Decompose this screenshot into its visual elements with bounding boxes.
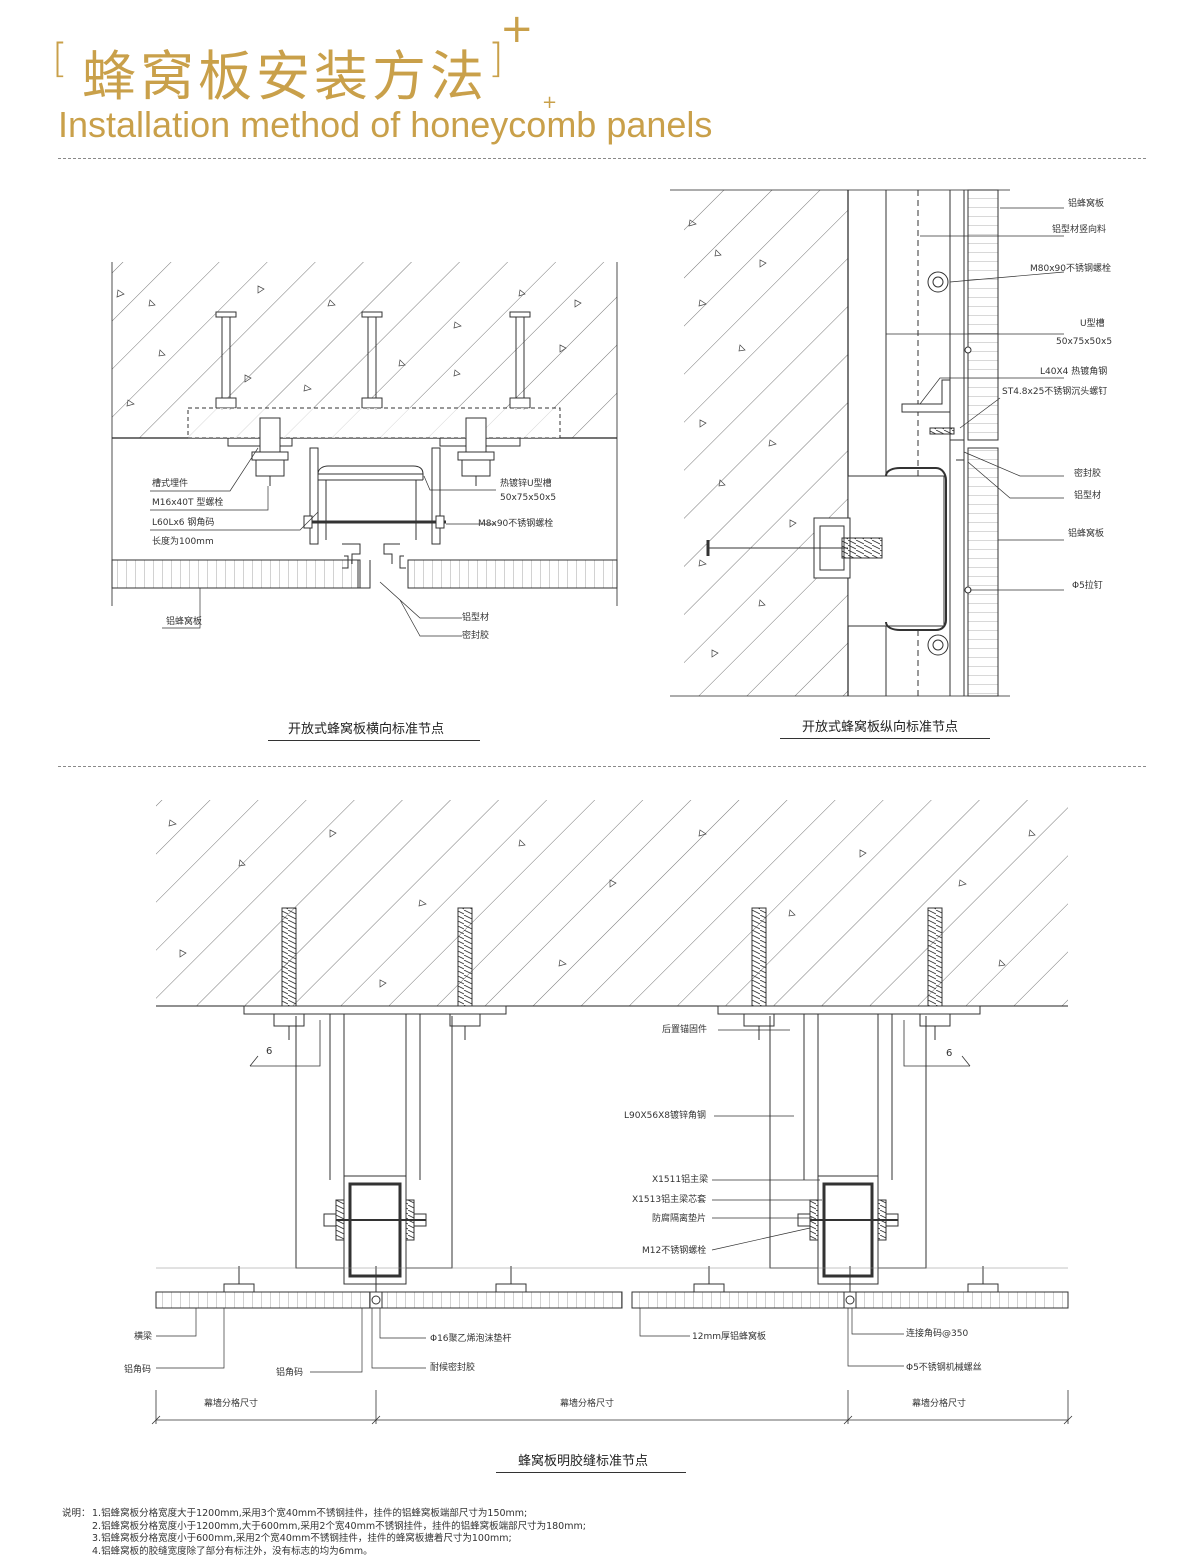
plus-mark-small: + — [542, 92, 558, 113]
label-crossbeam: 横梁 — [134, 1330, 152, 1342]
note-1: 1.铝蜂窝板分格宽度大于1200mm,采用3个宽40mm不锈钢挂件，挂件的铝蜂窝… — [92, 1508, 528, 1519]
note-3: 3.铝蜂窝板分格宽度小于600mm,采用2个宽40mm不锈钢挂件，挂件的蜂窝板搪… — [92, 1533, 512, 1544]
label-gap-6-right: 6 — [946, 1048, 952, 1059]
label-u-groove: U型槽 — [1080, 317, 1105, 329]
label-u-channel-size: 50x75x50x5 — [500, 493, 556, 503]
dim-grid-3: 幕墙分格尺寸 — [912, 1397, 966, 1409]
label-weather-sealant: 耐候密封胶 — [430, 1361, 475, 1373]
label-profile-v: 铝型材 — [1074, 489, 1101, 501]
caption-horizontal-underline — [268, 740, 480, 741]
label-sealant: 密封胶 — [462, 629, 489, 641]
label-honeycomb-panel-bottom: 铝蜂窝板 — [1068, 527, 1104, 539]
label-beam-core: X1513铝主梁芯套 — [632, 1193, 706, 1205]
note-4: 4.铝蜂窝板的胶缝宽度除了部分有标注外，没有标志的均为6mm。 — [92, 1545, 373, 1557]
label-isolation-pad: 防腐隔离垫片 — [652, 1212, 706, 1224]
caption-joint-underline — [496, 1472, 686, 1473]
page-subtitle: Installation method of honeycomb panels — [58, 104, 713, 145]
label-honeycomb-panel-top: 铝蜂窝板 — [1068, 197, 1104, 209]
label-12mm-panel: 12mm厚铝蜂窝板 — [692, 1330, 766, 1342]
label-m8-bolt: M8x90不锈钢螺栓 — [478, 517, 553, 529]
title-bracket-left: [ — [52, 36, 68, 82]
label-machine-screw: Φ5不锈钢机械螺丝 — [906, 1361, 982, 1373]
label-gap-6-left: 6 — [266, 1046, 272, 1057]
divider-middle — [58, 766, 1146, 767]
notes-lead: 说明： — [62, 1508, 91, 1519]
label-m12-bolt: M12不锈钢螺栓 — [642, 1244, 706, 1256]
label-steel-angle: L60Lx6 钢角码 — [152, 516, 214, 528]
label-sealant-v: 密封胶 — [1074, 467, 1101, 479]
caption-vertical-underline — [780, 738, 990, 739]
caption-vertical: 开放式蜂窝板纵向标准节点 — [802, 720, 959, 735]
caption-horizontal: 开放式蜂窝板横向标准节点 — [288, 722, 445, 737]
label-aluminum-angle: 铝角码 — [276, 1366, 303, 1378]
dim-grid-2: 幕墙分格尺寸 — [560, 1397, 614, 1409]
label-aluminum-angle-left: 铝角码 — [124, 1363, 151, 1375]
label-aluminum-profile: 铝型材 — [462, 611, 489, 623]
plus-mark-large: + — [500, 6, 534, 52]
label-post-anchor: 后置锚固件 — [662, 1023, 707, 1035]
label-foam-rod: Φ16聚乙烯泡沫垫杆 — [430, 1332, 512, 1344]
divider-top — [58, 158, 1146, 159]
note-2: 2.铝蜂窝板分格宽度小于1200mm,大于600mm,采用2个宽40mm不锈钢挂… — [92, 1520, 586, 1532]
label-u-groove-size: 50x75x50x5 — [1056, 337, 1112, 347]
notes: 说明：1.铝蜂窝板分格宽度大于1200mm,采用3个宽40mm不锈钢挂件，挂件的… — [62, 1508, 586, 1558]
label-galvanized-angle: L90X56X8镀锌角钢 — [624, 1109, 706, 1121]
label-angle-steel: L40X4 热镀角钢 — [1040, 365, 1107, 377]
label-honeycomb-panel: 铝蜂窝板 — [166, 615, 202, 627]
page-title: 蜂窝板安装方法 — [82, 45, 488, 108]
detail-vertical: 铝蜂窝板 铝型材竖向料 M80x90不锈钢螺栓 U型槽 50x75x50x5 L… — [670, 189, 1112, 697]
label-rivet: Φ5拉钉 — [1072, 579, 1103, 591]
label-connector-angle: 连接角码@350 — [906, 1327, 968, 1339]
label-length: 长度为100mm — [152, 535, 214, 547]
detail-horizontal: 槽式埋件 M16x40T 型螺栓 L60Lx6 钢角码 长度为100mm 热镀锌… — [111, 262, 618, 641]
label-m80-bolt: M80x90不锈钢螺栓 — [1030, 262, 1111, 274]
label-u-channel: 热镀锌U型槽 — [500, 477, 552, 489]
dim-grid-1: 幕墙分格尺寸 — [204, 1397, 258, 1409]
label-t-bolt: M16x40T 型螺栓 — [152, 496, 223, 508]
label-st-screw: ST4.8x25不锈钢沉头螺钉 — [1002, 385, 1107, 397]
label-channel-embed: 槽式埋件 — [152, 477, 188, 489]
label-vertical-profile: 铝型材竖向料 — [1052, 223, 1106, 235]
detail-joint: 6 6 — [124, 800, 1073, 1425]
label-main-beam: X1511铝主梁 — [652, 1173, 708, 1185]
title-bracket-right: ] — [488, 36, 504, 82]
caption-joint: 蜂窝板明胶缝标准节点 — [518, 1454, 649, 1469]
